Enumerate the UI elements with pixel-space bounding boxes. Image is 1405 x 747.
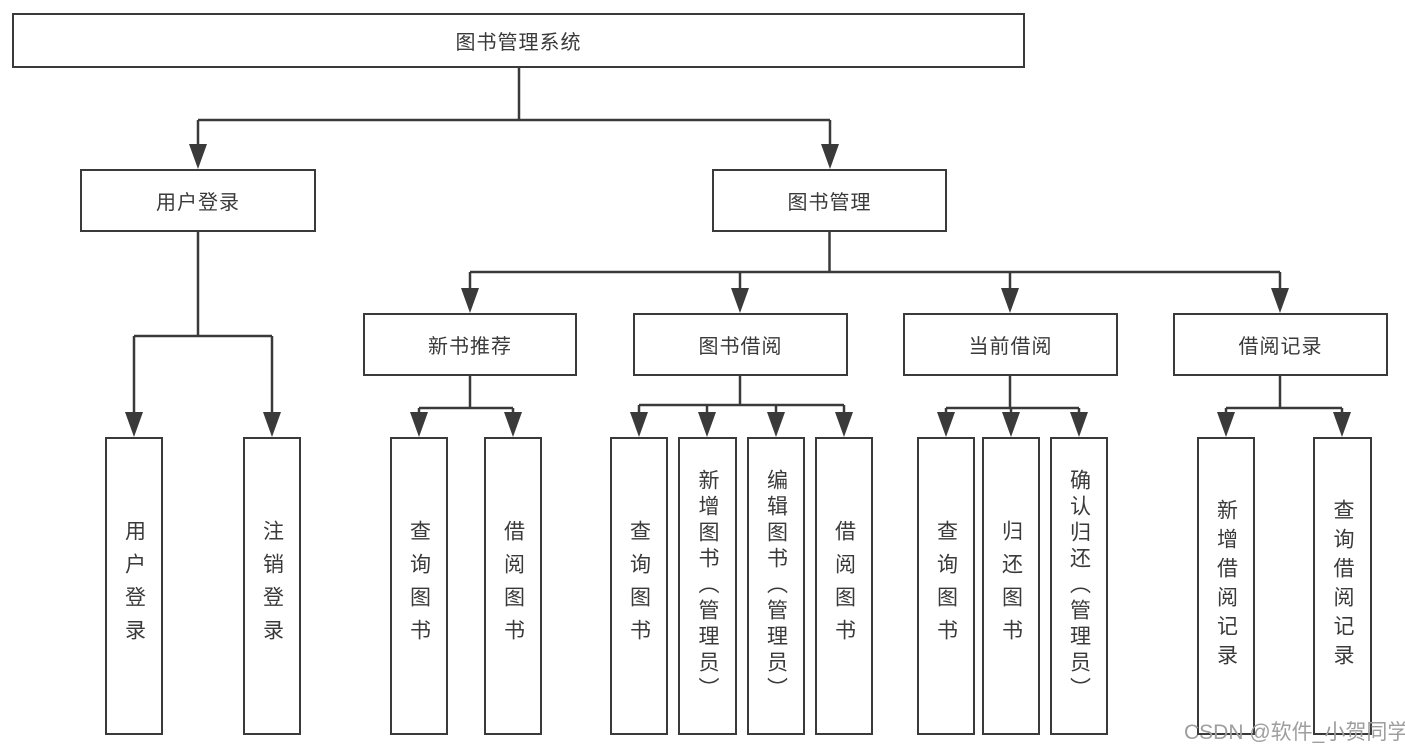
leaf-edit-books-admin: 编辑图书（管理员） [747, 437, 805, 735]
leaf-query-books-current-label: 查询图书 [934, 520, 958, 652]
leaf-query-books-recommend-label: 查询图书 [407, 520, 431, 652]
node-current-borrowing-label: 当前借阅 [968, 336, 1053, 358]
node-new-book-recommend-label: 新书推荐 [428, 336, 512, 358]
arrowhead-icon [410, 412, 428, 437]
node-root: 图书管理系统 [12, 13, 1025, 68]
arrowhead-icon [835, 412, 853, 437]
edge-current-borrowing-split [944, 376, 1081, 415]
arrowhead-icon [767, 412, 785, 437]
leaf-borrow-books-borrowing: 借阅图书 [815, 437, 873, 735]
leaf-return-books-label: 归还图书 [999, 520, 1023, 652]
node-user-login: 用户登录 [80, 169, 316, 232]
leaf-borrow-books-recommend-label: 借阅图书 [501, 520, 525, 652]
watermark: CSDN @软件_小贺同学 [1184, 721, 1405, 744]
leaf-add-books-admin: 新增图书（管理员） [678, 437, 737, 735]
leaf-query-borrow-record: 查询借阅记录 [1313, 437, 1372, 735]
arrowhead-icon [263, 412, 281, 437]
leaf-user-login: 用户登录 [105, 437, 163, 735]
node-root-label: 图书管理系统 [455, 32, 582, 54]
leaf-add-borrow-record-label: 新增借阅记录 [1214, 499, 1238, 673]
edge-book-borrowing-split [637, 376, 846, 415]
leaf-borrow-books-recommend: 借阅图书 [484, 437, 542, 735]
leaf-query-borrow-record-label: 查询借阅记录 [1331, 499, 1354, 673]
edge-root-split [196, 68, 832, 146]
node-new-book-recommend: 新书推荐 [363, 313, 577, 376]
leaf-logout-label: 注销登录 [260, 520, 284, 652]
leaf-query-books-borrowing-label: 查询图书 [627, 520, 651, 652]
arrowhead-icon [630, 412, 648, 437]
node-borrowing-records: 借阅记录 [1173, 313, 1388, 376]
leaf-borrow-books-borrowing-label: 借阅图书 [832, 520, 856, 652]
leaf-add-borrow-record: 新增借阅记录 [1197, 437, 1255, 735]
leaf-query-books-recommend: 查询图书 [390, 437, 448, 735]
arrowhead-icon [821, 144, 839, 169]
arrowhead-icon [1217, 412, 1235, 437]
node-book-management: 图书管理 [712, 169, 947, 232]
edge-book-management-split [468, 232, 1282, 290]
leaf-query-books-borrowing: 查询图书 [610, 437, 668, 735]
node-borrowing-records-label: 借阅记录 [1238, 336, 1323, 358]
leaf-confirm-return-admin-label: 确认归还（管理员） [1067, 469, 1091, 703]
leaf-edit-books-admin-label: 编辑图书（管理员） [764, 469, 788, 703]
leaf-logout: 注销登录 [243, 437, 301, 735]
arrowhead-icon [731, 288, 749, 313]
arrowhead-icon [189, 144, 207, 169]
node-book-management-label: 图书管理 [787, 192, 872, 214]
arrowhead-icon [1002, 412, 1020, 437]
arrowhead-icon [1271, 288, 1289, 313]
node-current-borrowing: 当前借阅 [903, 313, 1118, 376]
tree-edges [132, 68, 1344, 415]
arrowhead-icon [504, 412, 522, 437]
leaf-return-books: 归还图书 [982, 437, 1040, 735]
leaf-query-books-current: 查询图书 [917, 437, 975, 735]
arrowhead-icon [698, 412, 716, 437]
arrowhead-icon [1333, 412, 1351, 437]
leaf-confirm-return-admin: 确认归还（管理员） [1050, 437, 1108, 735]
arrowhead-icon [125, 412, 143, 437]
arrowheads [125, 144, 1351, 437]
node-user-login-label: 用户登录 [156, 192, 240, 214]
arrowhead-icon [1001, 288, 1019, 313]
leaf-user-login-label: 用户登录 [122, 520, 146, 652]
edge-borrowing-records-split [1224, 376, 1344, 415]
node-book-borrowing-label: 图书借阅 [698, 336, 783, 358]
arrowhead-icon [937, 412, 955, 437]
node-book-borrowing: 图书借阅 [633, 313, 848, 376]
arrowhead-icon [461, 288, 479, 313]
arrowhead-icon [1070, 412, 1088, 437]
edge-user-login-split [132, 232, 274, 414]
edge-new-book-split [417, 376, 515, 415]
leaf-add-books-admin-label: 新增图书（管理员） [696, 469, 719, 703]
